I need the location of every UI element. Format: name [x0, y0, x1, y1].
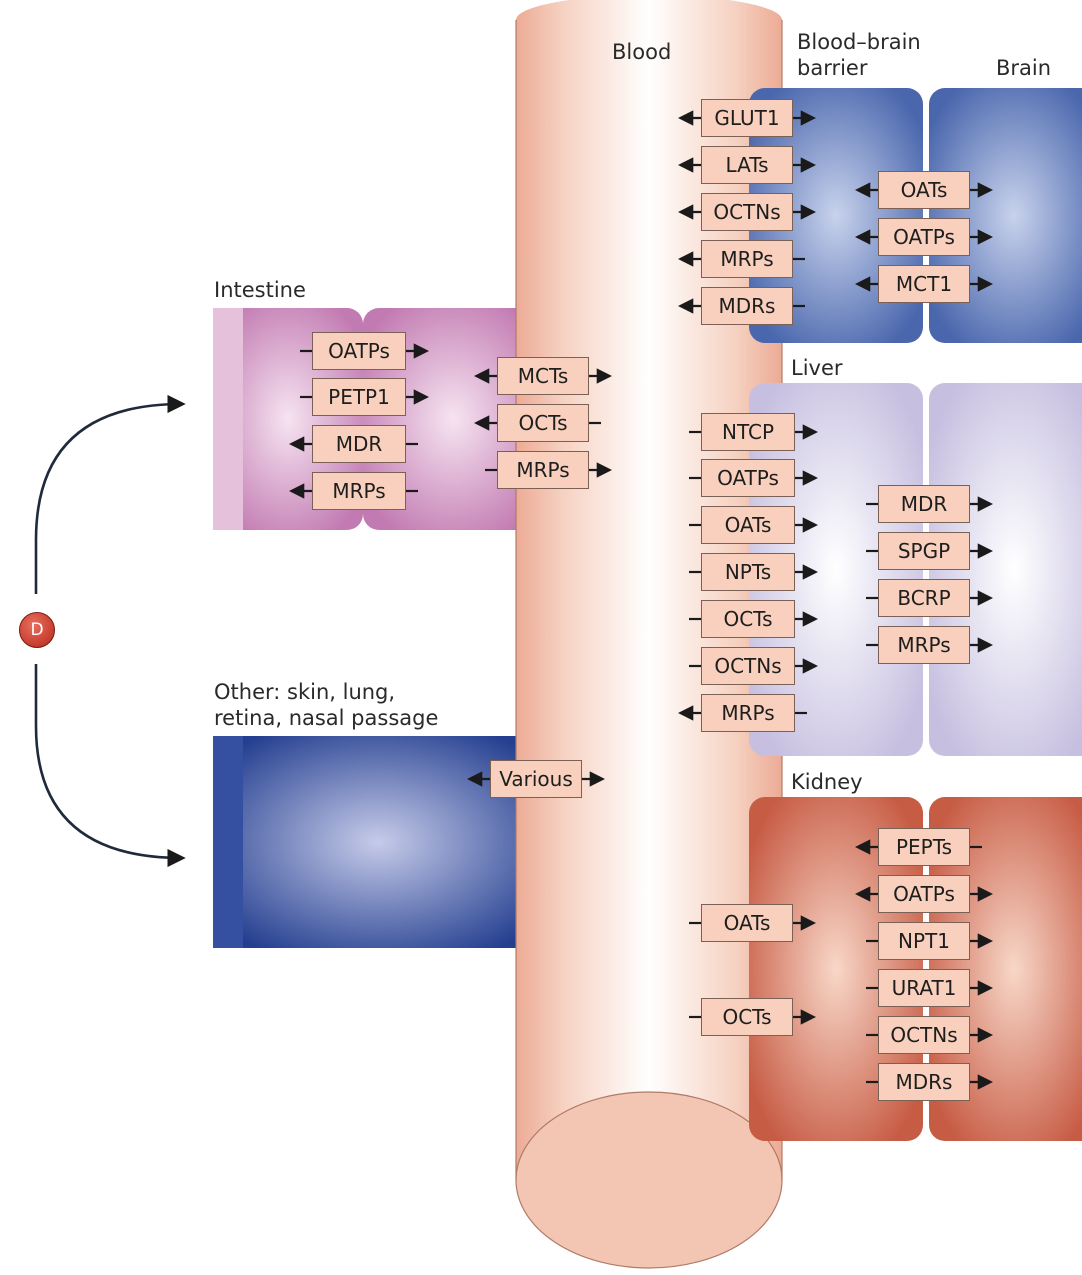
transporter-kidney-oatps: OATPs [878, 875, 970, 913]
bbb-label-line1: Blood–brain [797, 30, 921, 54]
transporter-intestine-octs: OCTs [497, 404, 589, 442]
transporter-kidney-oats: OATs [701, 904, 793, 942]
transporter-brain-oats: OATs [878, 171, 970, 209]
transporter-liver-oats: OATs [701, 506, 795, 544]
transporter-liver-octns: OCTNs [701, 647, 795, 685]
transporter-bbb-octns: OCTNs [701, 193, 793, 231]
transporter-liver-ntcp: NTCP [701, 413, 795, 451]
transporter-liver-mdr: MDR [878, 485, 970, 523]
transporter-intestine-mcts: MCTs [497, 357, 589, 395]
brain-tissue [749, 88, 1082, 343]
distribution-arrows [34, 394, 186, 868]
drug-circle: D [19, 612, 55, 648]
transporter-kidney-urat1: URAT1 [878, 969, 970, 1007]
transporter-liver-bcrp: BCRP [878, 579, 970, 617]
intestine-label: Intestine [214, 278, 306, 302]
transporter-liver-npts: NPTs [701, 553, 795, 591]
brain-label: Brain [996, 56, 1052, 80]
transporter-liver-bile-mrps: MRPs [878, 626, 970, 664]
transporter-liver-mrps: MRPs [701, 694, 795, 732]
transporter-arrows [288, 110, 994, 1090]
transporter-intestine-mdr: MDR [312, 425, 406, 463]
liver-label: Liver [791, 356, 843, 380]
transporter-brain-mct1: MCT1 [878, 265, 970, 303]
transporter-kidney-npt1: NPT1 [878, 922, 970, 960]
transporter-kidney-octns: OCTNs [878, 1016, 970, 1054]
other-label-line1: Other: skin, lung, [214, 680, 396, 704]
bbb-label-line2: barrier [797, 56, 868, 80]
transporter-intestine-blood-mrps: MRPs [497, 451, 589, 489]
kidney-label: Kidney [791, 770, 863, 794]
transporter-intestine-petp1: PETP1 [312, 378, 406, 416]
transporter-intestine-oatps: OATPs [312, 332, 406, 370]
other-label-line2: retina, nasal passage [214, 706, 439, 730]
transporter-bbb-mdrs: MDRs [701, 287, 793, 325]
transporter-liver-spgp: SPGP [878, 532, 970, 570]
transporter-kidney-octs: OCTs [701, 998, 793, 1036]
transporter-liver-octs: OCTs [701, 600, 795, 638]
transporter-bbb-lats: LATs [701, 146, 793, 184]
transporter-other-various: Various [490, 760, 582, 798]
other-tissue [213, 736, 543, 948]
transporter-kidney-pepts: PEPTs [878, 828, 970, 866]
transporter-liver-oatps: OATPs [701, 459, 795, 497]
transporter-brain-oatps: OATPs [878, 218, 970, 256]
transporter-kidney-mdrs: MDRs [878, 1063, 970, 1101]
blood-label: Blood [612, 40, 672, 64]
transporter-bbb-mrps: MRPs [701, 240, 793, 278]
transporter-bbb-glut1: GLUT1 [701, 99, 793, 137]
transporter-intestine-mrps: MRPs [312, 472, 406, 510]
